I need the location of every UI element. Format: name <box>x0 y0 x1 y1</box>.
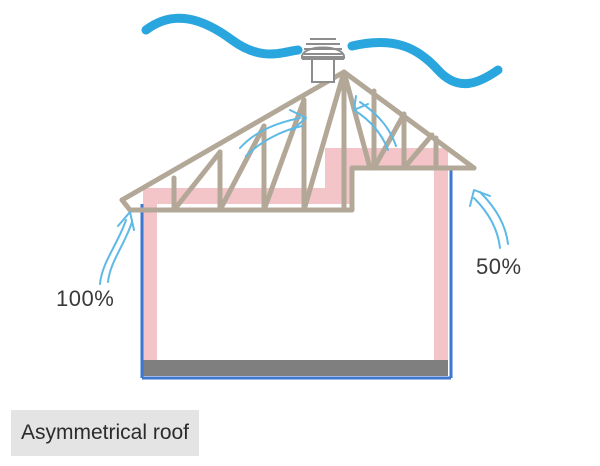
wall-outline <box>140 168 453 380</box>
caption-text: Asymmetrical roof <box>20 421 190 444</box>
floor-slab <box>143 360 448 376</box>
right-intake-percentage: 50% <box>476 254 522 279</box>
roof-vent-icon <box>301 38 345 83</box>
wind-icon <box>141 13 303 59</box>
wind-icon <box>347 38 503 89</box>
left-intake-percentage: 100% <box>56 286 115 311</box>
airflow-arrow-icon <box>99 95 509 285</box>
diagram-caption: Asymmetrical roof <box>11 410 199 456</box>
insulation <box>143 148 448 372</box>
